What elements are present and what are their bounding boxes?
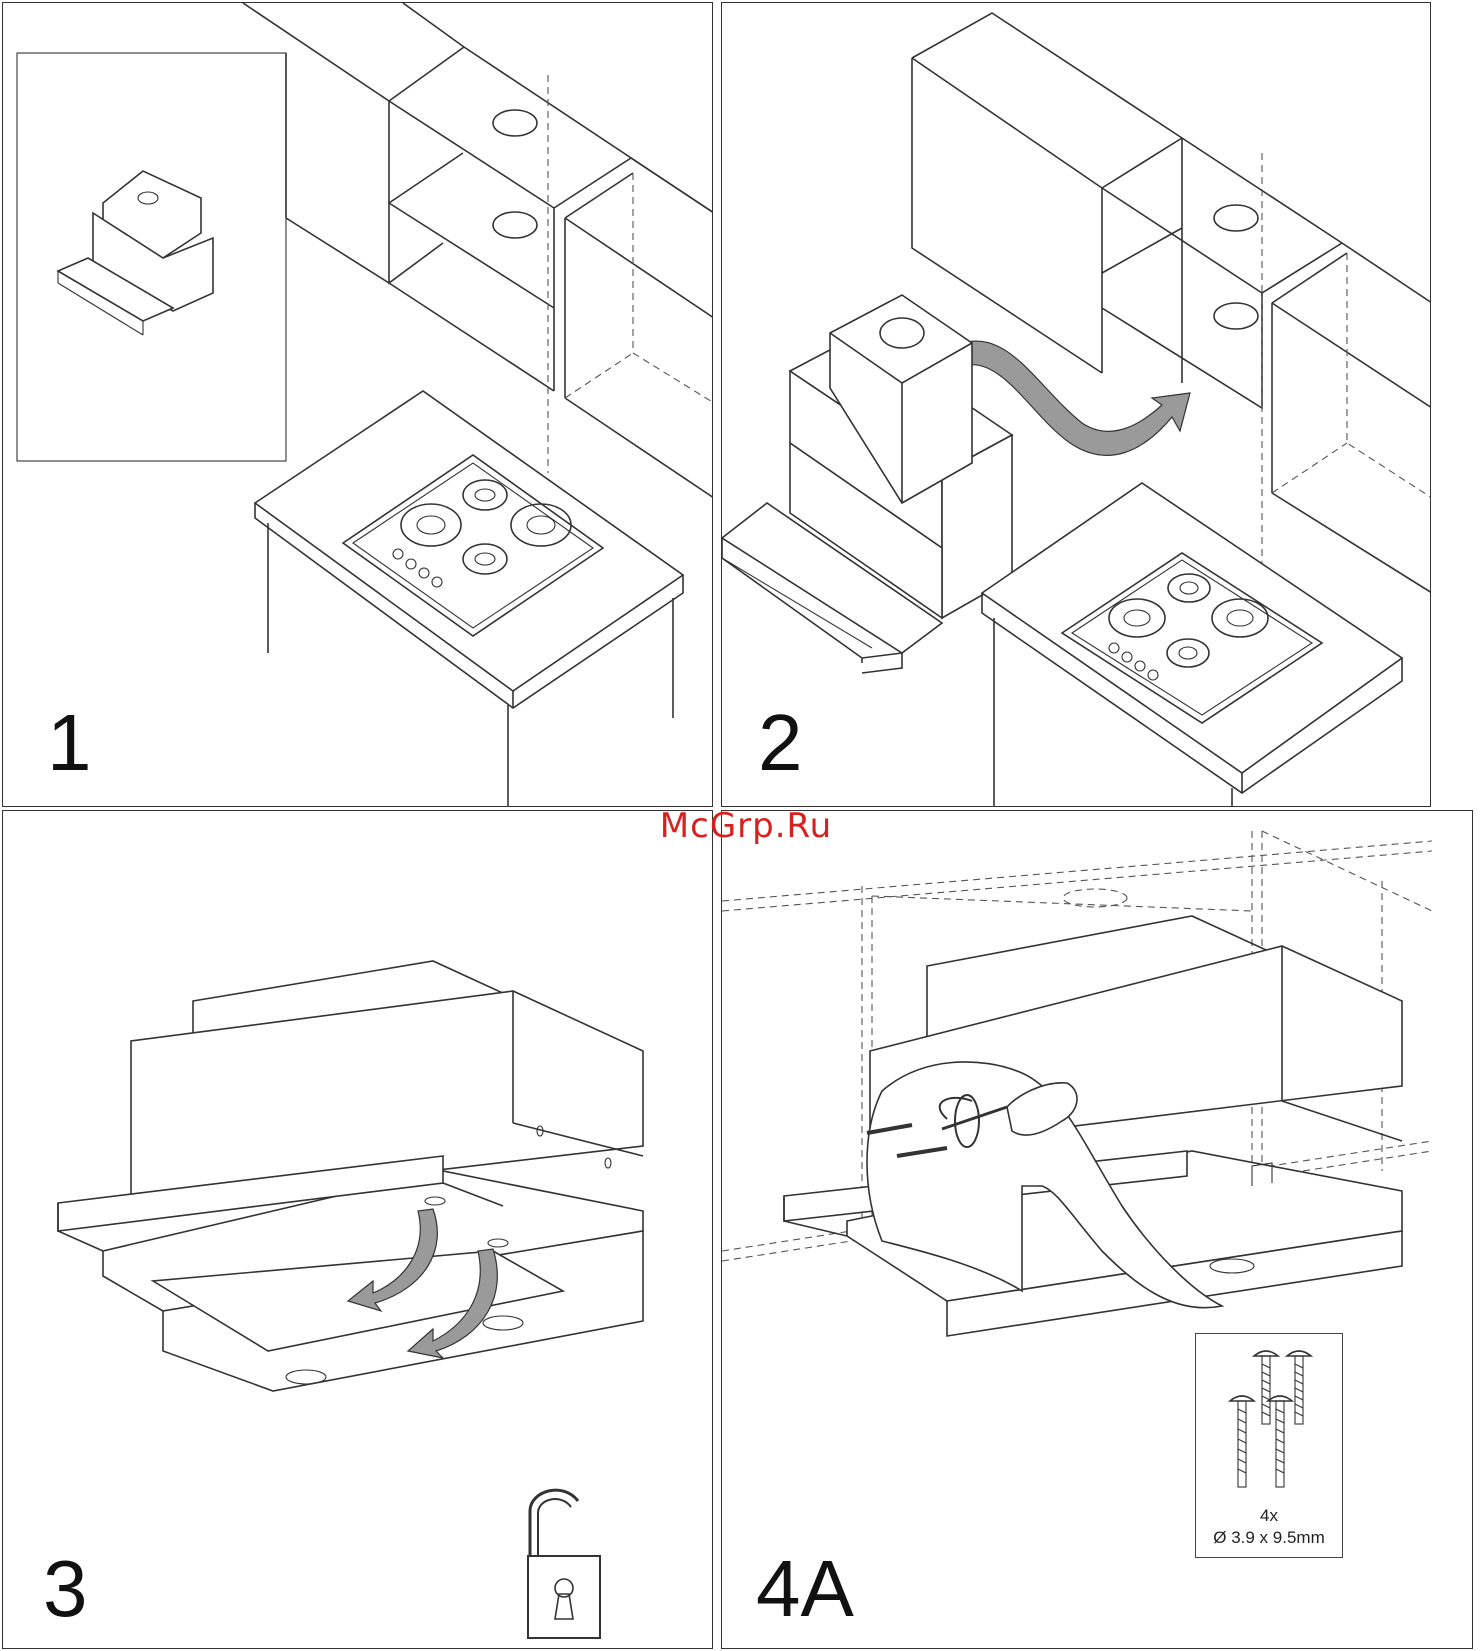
- panel-step-3: 3: [2, 810, 713, 1649]
- hood-thumbnail-icon: [58, 171, 213, 335]
- panel-step-1: 1: [2, 2, 713, 807]
- illustration-screw-fixing: [722, 811, 1473, 1649]
- screw-spec-box: 4x Ø 3.9 x 9.5mm: [1195, 1333, 1343, 1558]
- step-number-3: 3: [43, 1549, 88, 1629]
- watermark-text: McGrp.Ru: [636, 806, 856, 846]
- panel-step-4a: 4A: [721, 810, 1473, 1649]
- step-number-2: 2: [758, 703, 803, 783]
- wall-cabinets: [243, 3, 713, 498]
- hood-unit: [722, 295, 1012, 673]
- screws-icon: [1196, 1334, 1342, 1504]
- step-number-1: 1: [47, 703, 92, 783]
- illustration-hood-unlock-lever: [3, 811, 713, 1649]
- illustration-hood-insertion: [722, 3, 1431, 807]
- padlock-unlocked-icon: [528, 1490, 600, 1638]
- screw-dimensions: Ø 3.9 x 9.5mm: [1196, 1528, 1342, 1548]
- screw-quantity: 4x: [1196, 1506, 1342, 1526]
- step-number-4a: 4A: [756, 1549, 854, 1629]
- counter-with-hob: [982, 483, 1402, 807]
- counter-with-hob: [255, 391, 683, 807]
- panel-step-2: 2: [721, 2, 1431, 807]
- illustration-wall-cabinets-and-hob: [3, 3, 713, 807]
- hood-unit: [58, 961, 643, 1391]
